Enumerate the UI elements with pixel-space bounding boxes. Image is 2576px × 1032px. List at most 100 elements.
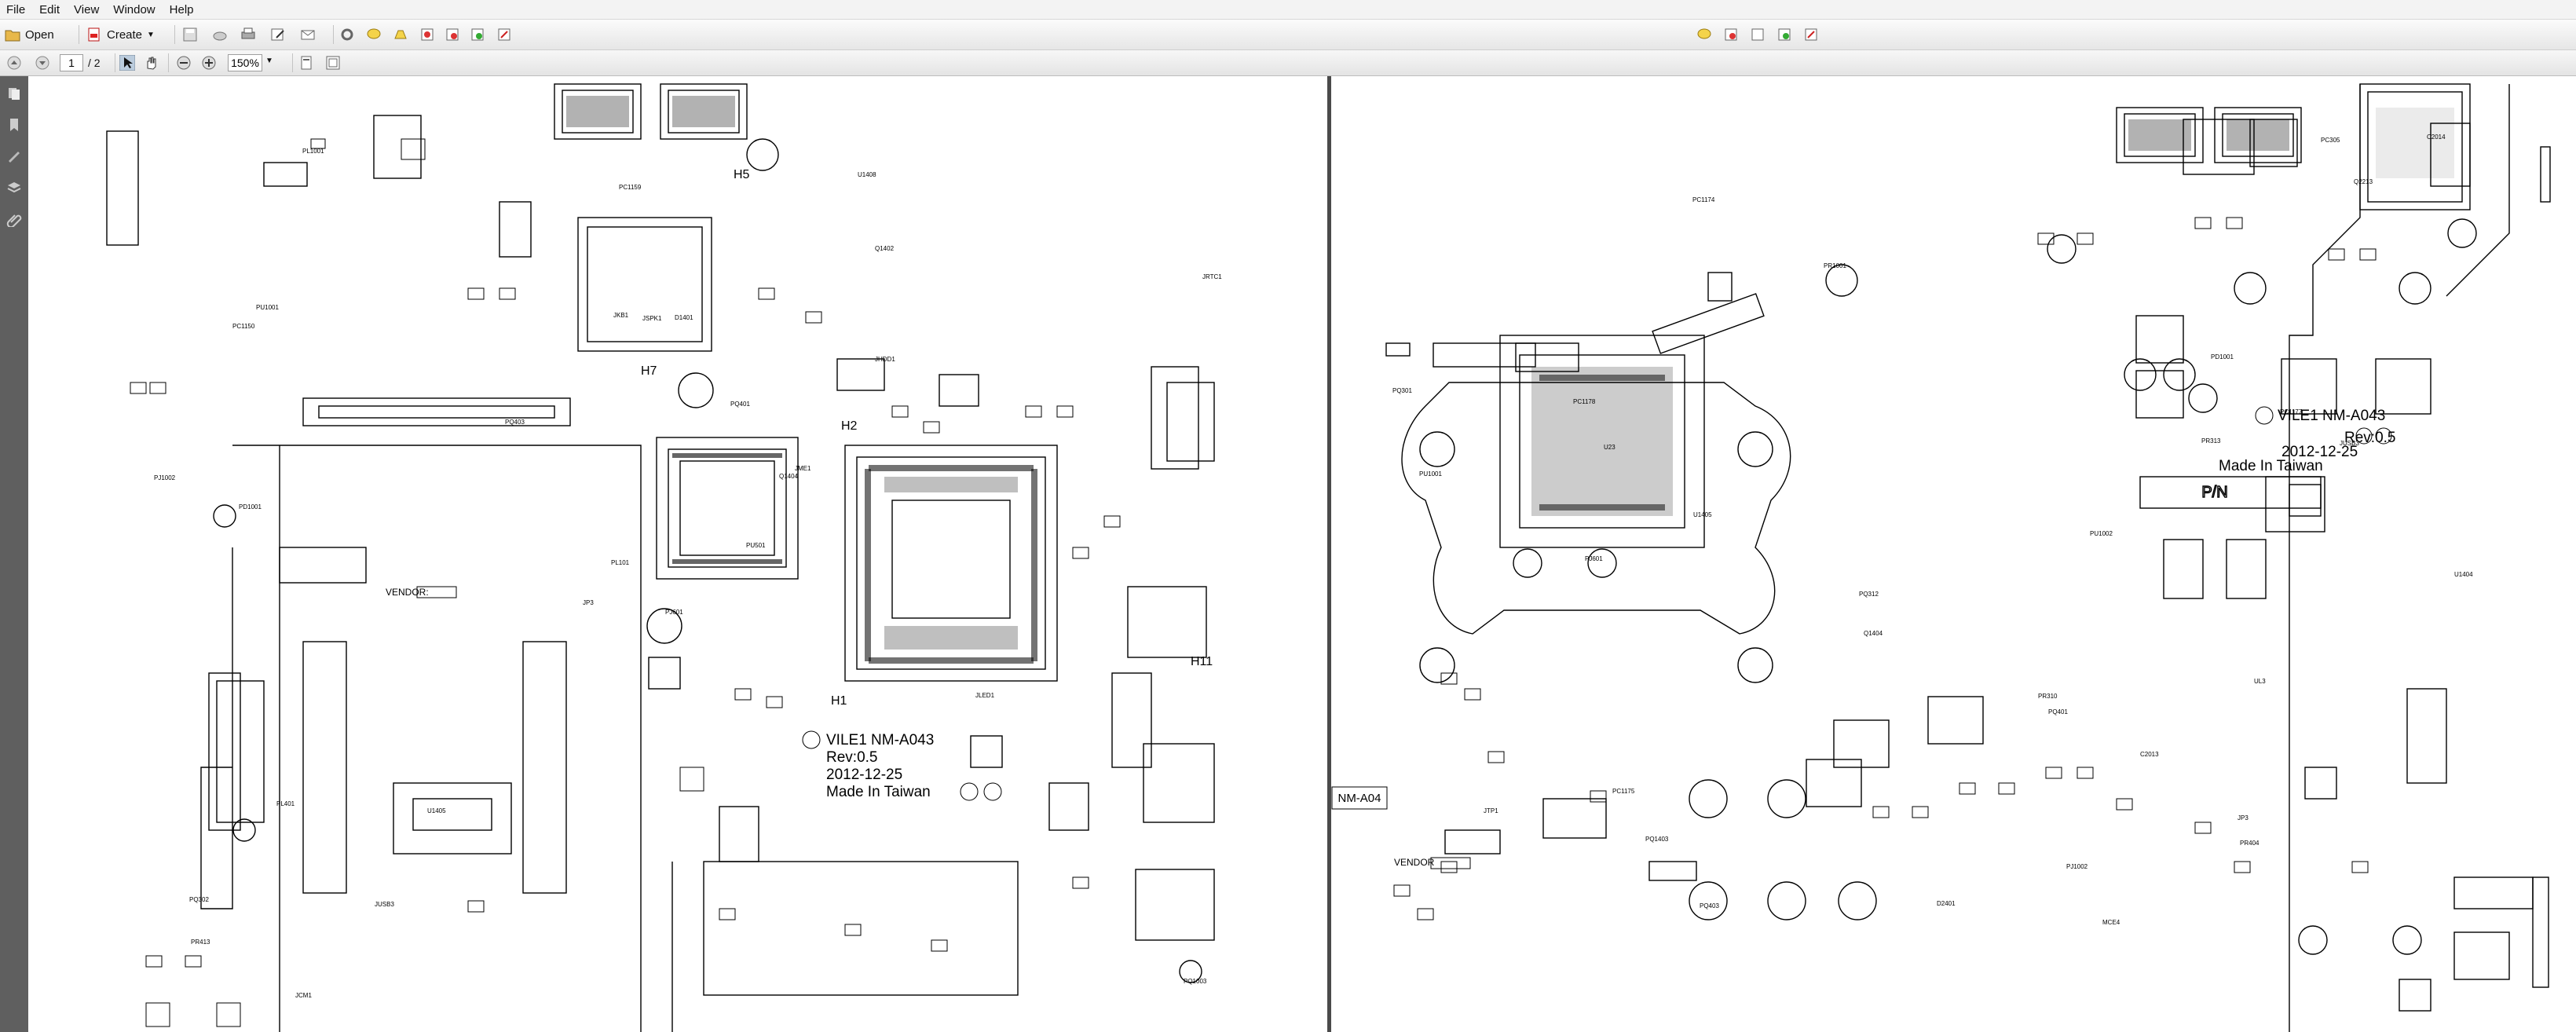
board-name-1: VILE1 NM-A043 — [826, 732, 934, 748]
hole-label-h5: H5 — [734, 168, 750, 181]
pages-panel-icon[interactable] — [6, 86, 22, 101]
component-designator: PJ1002 — [2066, 863, 2088, 870]
component-designator: PU1001 — [256, 304, 279, 311]
review-page-icon[interactable] — [1750, 27, 1766, 42]
component-designator: U1408 — [858, 171, 876, 178]
board-date-1: 2012-12-25 — [826, 767, 902, 783]
component-designator: PQ1403 — [1645, 836, 1669, 843]
component-designator: JP3 — [2238, 814, 2249, 822]
review-sign-icon[interactable] — [1803, 27, 1819, 42]
component-designator: JP3 — [583, 599, 594, 606]
signatures-icon[interactable] — [6, 148, 22, 164]
component-designator: PQ312 — [1859, 591, 1879, 598]
menu-help[interactable]: Help — [169, 2, 194, 16]
menu-file[interactable]: File — [6, 2, 26, 16]
menu-bar: File Edit View Window Help — [0, 0, 2576, 20]
component-designator: PQ1003 — [1184, 978, 1207, 985]
board-rev-2: Rev:0.5 — [2344, 430, 2395, 446]
open-label: Open — [25, 27, 54, 42]
pcb-page-2: P/N — [1331, 83, 2551, 1032]
page-number-input[interactable]: 1 — [60, 54, 83, 71]
page-total: / 2 — [88, 57, 101, 69]
select-tool-icon[interactable] — [119, 55, 135, 71]
component-designator: Q1402 — [875, 245, 895, 252]
board-rev-1: Rev:0.5 — [826, 749, 877, 766]
component-designator: JUSB3 — [2340, 440, 2359, 447]
component-designator: JHDD1 — [875, 356, 895, 363]
component-designator: PQ403 — [505, 419, 525, 426]
save-icon[interactable] — [182, 27, 198, 42]
attachments-icon[interactable] — [6, 211, 22, 227]
component-designator: PQ302 — [189, 896, 209, 903]
bookmarks-icon[interactable] — [6, 117, 22, 133]
component-designator: PJ601 — [1585, 555, 1603, 562]
cloud-upload-icon[interactable] — [212, 27, 228, 42]
attach-icon[interactable] — [445, 27, 460, 42]
layers-icon[interactable] — [6, 180, 22, 196]
full-screen-icon[interactable] — [325, 55, 341, 71]
component-designator: MCE4 — [2102, 919, 2120, 926]
review-send-icon[interactable] — [1776, 27, 1792, 42]
component-designator: PC1178 — [1573, 398, 1596, 405]
component-designator: PL101 — [611, 559, 630, 566]
component-designator: PU1002 — [2090, 530, 2113, 537]
component-designator: JSPK1 — [642, 315, 662, 322]
zoom-input[interactable]: 150% — [228, 54, 262, 71]
component-designator: PJ1002 — [154, 474, 176, 481]
open-button[interactable]: Open — [5, 26, 54, 43]
review-comment-icon[interactable] — [1696, 27, 1712, 42]
component-designator: JKB1 — [613, 312, 629, 319]
component-designator: PC1159 — [619, 184, 642, 191]
zoom-dropdown-icon[interactable]: ▼ — [265, 57, 273, 65]
component-designator: PJ601 — [665, 609, 683, 616]
component-designator: PC1150 — [232, 323, 255, 330]
document-view[interactable]: H5 H7 H2 H1 H11 VILE1 NM-A043 Rev:0.5 20… — [28, 76, 2576, 1032]
hand-tool-icon[interactable] — [143, 55, 159, 71]
edit-icon[interactable] — [270, 27, 286, 42]
comment-icon[interactable] — [366, 27, 382, 42]
share-icon[interactable] — [470, 27, 485, 42]
vendor-label-2: VENDOR — [1394, 857, 1435, 868]
menu-view[interactable]: View — [74, 2, 100, 16]
pn-label: P/N — [2201, 484, 2227, 501]
component-designator: PC305 — [2321, 137, 2340, 144]
fit-page-icon[interactable] — [298, 55, 314, 71]
chevron-down-icon: ▼ — [147, 30, 155, 39]
hole-label-h7: H7 — [641, 364, 657, 378]
menu-window[interactable]: Window — [113, 2, 156, 16]
component-designator: U1405 — [1693, 511, 1712, 518]
board-name-2: VILE1 NM-A043 — [2278, 408, 2385, 424]
menu-edit[interactable]: Edit — [39, 2, 60, 16]
next-page-icon[interactable] — [35, 55, 50, 71]
component-designator: PR313 — [2201, 437, 2221, 445]
pcb-page-1: H5 H7 H2 H1 H11 VILE1 NM-A043 Rev:0.5 20… — [106, 83, 1222, 1032]
component-designator: PC1174 — [1692, 196, 1715, 203]
previous-page-icon[interactable] — [6, 55, 22, 71]
component-designator: PC1177 — [2280, 408, 2303, 415]
component-designator: PU1001 — [1419, 470, 1442, 478]
component-designator: UL3 — [2254, 678, 2266, 685]
component-designator: PR310 — [2038, 693, 2058, 700]
review-stamp-icon[interactable] — [1723, 27, 1739, 42]
component-designator: PQ301 — [1392, 387, 1412, 394]
made-in-2: Made In Taiwan — [2219, 458, 2323, 474]
hole-label-h11: H11 — [1191, 655, 1213, 668]
zoom-out-icon[interactable] — [176, 55, 192, 71]
component-designator: JTP1 — [1484, 807, 1498, 814]
board-date-2: 2012-12-25 — [2281, 444, 2358, 460]
component-designator: C2014 — [2427, 134, 2446, 141]
email-icon[interactable] — [300, 27, 316, 42]
sign-icon[interactable] — [496, 27, 512, 42]
create-button[interactable]: Create ▼ — [86, 26, 155, 43]
component-designator: PD1001 — [2211, 353, 2234, 360]
component-designator: PQ401 — [2048, 708, 2068, 715]
component-designator: JCM1 — [295, 992, 312, 999]
component-designator: Q1404 — [1864, 630, 1883, 637]
settings-gear-icon[interactable] — [339, 27, 355, 42]
component-designator: PL1001 — [302, 148, 324, 155]
zoom-in-icon[interactable] — [201, 55, 217, 71]
stamp-icon[interactable] — [419, 27, 435, 42]
highlight-icon[interactable] — [393, 27, 408, 42]
print-icon[interactable] — [240, 27, 256, 42]
component-designator: JUSB3 — [375, 901, 394, 908]
